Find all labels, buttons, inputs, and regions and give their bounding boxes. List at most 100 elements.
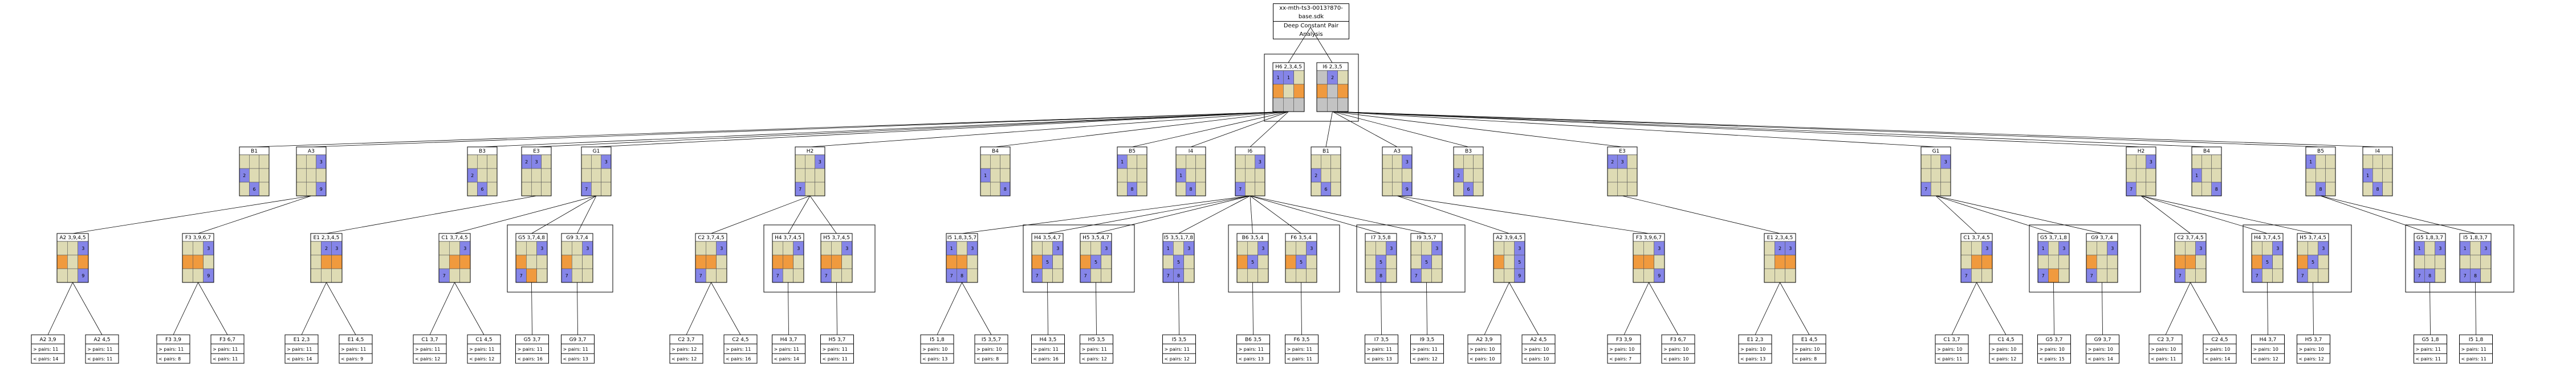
edge — [1096, 282, 1097, 335]
grid-cell — [2211, 168, 2222, 183]
grid-cell — [2308, 241, 2318, 256]
grid-cell — [1293, 84, 1305, 99]
grid-cell — [1272, 97, 1284, 112]
grid-cell — [2174, 255, 2186, 269]
grid-cell — [1421, 268, 1432, 283]
leaf-greater-pairs: > pairs: 10 — [1937, 347, 1962, 352]
grid-cell — [193, 241, 204, 256]
grid-cell — [957, 241, 967, 256]
grid-cell — [259, 154, 270, 169]
cell-digit: 6 — [1324, 187, 1327, 192]
grid-cell — [2107, 268, 2118, 283]
cell-digit: 7 — [2130, 187, 2133, 192]
leaf-less-pairs: < pairs: 16 — [1033, 356, 1059, 362]
grid-cell — [1042, 268, 1053, 283]
leaf-less-pairs: < pairs: 11 — [87, 356, 112, 362]
grid-cell — [536, 255, 548, 269]
leaf-node: A2 4,5> pairs: 11< pairs: 11 — [85, 334, 119, 364]
grid-cell — [331, 255, 343, 269]
leaf-box — [2148, 334, 2183, 364]
cell-digit: 3 — [1985, 246, 1988, 251]
cell-digit: 9 — [1658, 273, 1661, 278]
leaf-label: H5 3,7 — [2305, 337, 2322, 343]
node-label: H5 3,5,4,7 — [1083, 235, 1109, 241]
grid-cell — [2362, 154, 2373, 169]
grid-cell — [1392, 154, 1402, 169]
grid-cell — [2086, 255, 2097, 269]
grid-cell — [1960, 241, 1972, 256]
grid-cell — [1392, 182, 1402, 196]
cell-digit: 1 — [2366, 173, 2369, 178]
leaf-box — [561, 334, 595, 364]
node-label: B5 — [2317, 149, 2324, 154]
grid-cell — [1235, 168, 1246, 183]
cell-digit: 3 — [2062, 246, 2065, 251]
grid-cell — [2251, 241, 2262, 256]
grid-cell — [1617, 182, 1627, 196]
leaf-box — [2086, 334, 2119, 364]
leaf-less-pairs: < pairs: 13 — [1740, 356, 1765, 362]
node-label: G5 3,7,4,8 — [518, 235, 545, 241]
grid-cell — [541, 182, 552, 196]
edge — [1190, 111, 1289, 147]
leaf-greater-pairs: > pairs: 11 — [1413, 347, 1438, 352]
grid-cell — [515, 255, 527, 269]
leaf-label: I5 1,8 — [2469, 337, 2484, 343]
grid-cell — [1463, 168, 1474, 183]
grid-cell — [572, 268, 583, 283]
cell-digit: 3 — [1406, 159, 1409, 165]
node-label: H5 3,7,4,5 — [2300, 235, 2326, 241]
grid-cell — [1453, 154, 1464, 169]
grid-cell — [2272, 255, 2284, 269]
grid-cell — [1195, 168, 1206, 183]
edge — [1332, 111, 1398, 147]
leaf-node: F3 3,9> pairs: 10< pairs: 7 — [1607, 334, 1641, 364]
grid-cell — [2382, 182, 2393, 196]
edge — [2320, 195, 2476, 234]
edge — [1096, 195, 1251, 234]
leaf-less-pairs: < pairs: 12 — [2253, 356, 2278, 362]
cell-digit: 7 — [2042, 273, 2045, 278]
leaf-node: H4 3,5> pairs: 11< pairs: 16 — [1031, 334, 1065, 364]
grid-cell — [1421, 241, 1432, 256]
root-title-box: xx-mth-ts3-0013?870-base.sdk Deep Consta… — [1273, 3, 1349, 39]
grid-cell — [2308, 268, 2318, 283]
grid-cell — [310, 268, 322, 283]
grid-cell — [591, 154, 601, 169]
grid-cell — [239, 182, 250, 196]
grid-cell — [1321, 168, 1331, 183]
cell-digit: 7 — [1167, 273, 1170, 278]
grid-cell — [1402, 168, 1413, 183]
leaf-label: E1 4,5 — [348, 337, 364, 343]
node-label: H2 — [2138, 149, 2145, 154]
node-label: H2 — [807, 149, 814, 154]
grid-cell — [581, 154, 592, 169]
grid-cell — [2195, 268, 2207, 283]
root-title: xx-mth-ts3-0013?870-base.sdk — [1273, 4, 1349, 22]
grid-cell — [1327, 97, 1338, 112]
node-label: C1 3,7,4,5 — [441, 235, 467, 241]
grid-cell — [1386, 268, 1397, 283]
node-label: A2 3,9,4,5 — [59, 235, 86, 241]
level2-node: C1 3,7,4,537 — [1960, 233, 1993, 283]
grid-cell — [2318, 268, 2329, 283]
cell-digit: 3 — [335, 246, 338, 251]
leaf-label: H4 3,7 — [780, 337, 797, 343]
cell-digit: 1 — [1277, 75, 1280, 80]
grid-cell — [1643, 255, 1654, 269]
grid-cell — [2146, 168, 2156, 183]
cell-digit: 6 — [481, 187, 483, 192]
grid-cell — [783, 268, 793, 283]
leaf-node: H4 3,7> pairs: 10< pairs: 12 — [2251, 334, 2285, 364]
node-label: G9 3,7,4 — [2091, 235, 2113, 241]
leaf-node: C2 3,7> pairs: 10< pairs: 11 — [2148, 334, 2183, 364]
edge — [2320, 195, 2430, 234]
grid-cell — [1052, 255, 1064, 269]
leaf-label: G9 3,7 — [569, 337, 587, 343]
leaf-greater-pairs: > pairs: 12 — [672, 347, 697, 352]
cell-digit: 9 — [207, 273, 210, 278]
grid-cell — [2097, 241, 2107, 256]
